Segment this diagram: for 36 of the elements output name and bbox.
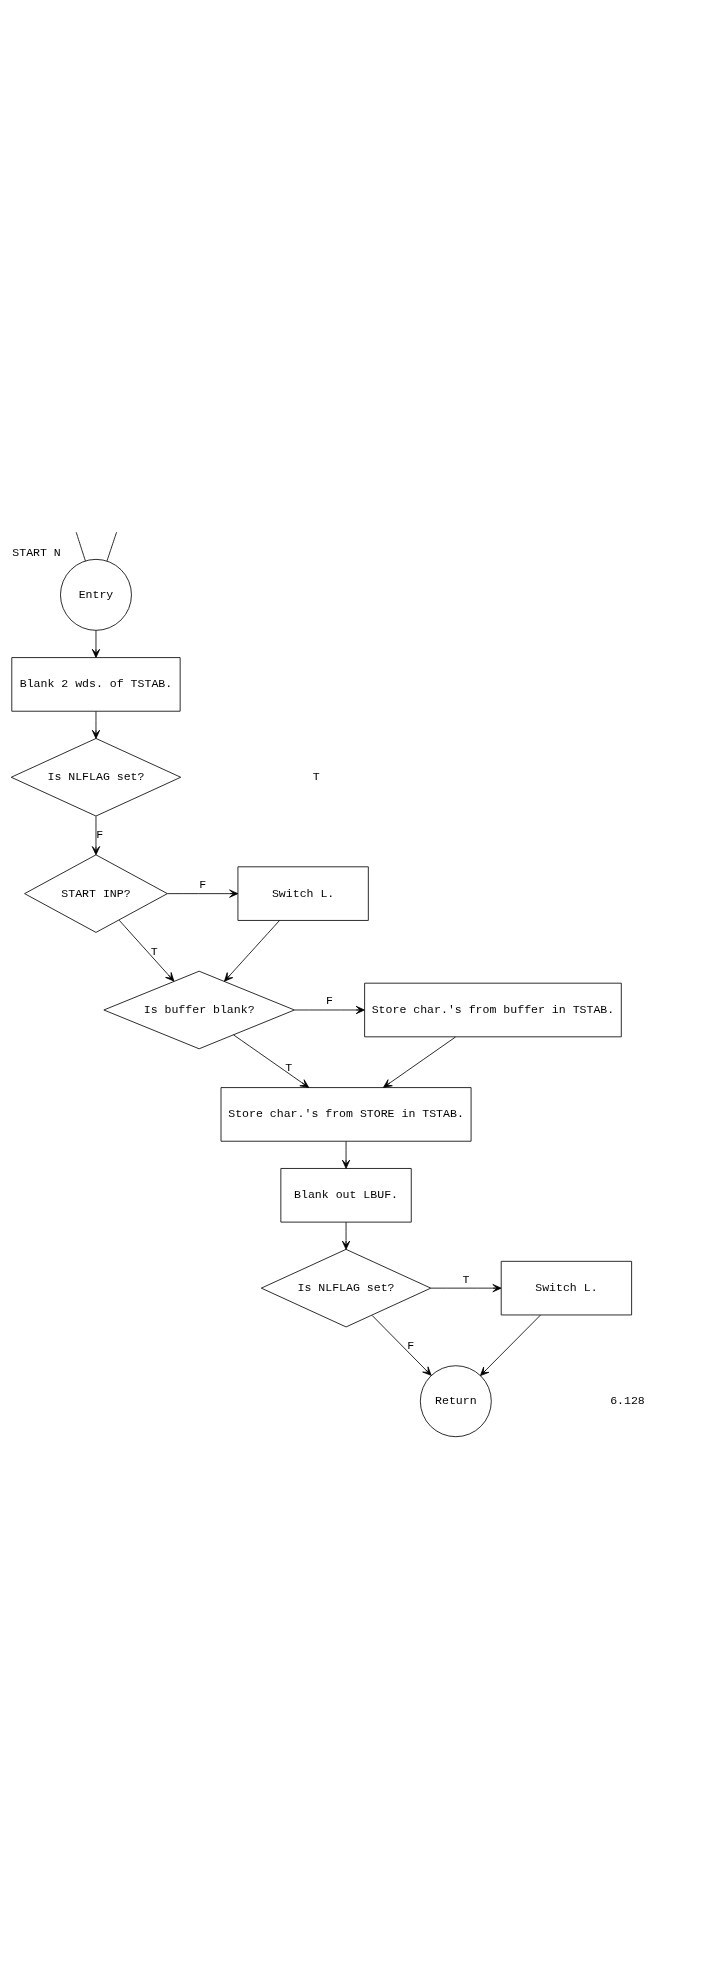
node-diamond: Is NLFLAG set? xyxy=(260,1248,432,1327)
arrow xyxy=(167,889,239,898)
connector xyxy=(75,531,86,561)
connector xyxy=(106,531,117,561)
arrow xyxy=(341,1140,351,1169)
edge-label: T xyxy=(462,1272,470,1286)
arrow xyxy=(233,1034,310,1088)
edge-label: F xyxy=(96,827,104,841)
node-box: Blank 2 wds. of TSTAB. xyxy=(11,656,181,712)
edge-label: F xyxy=(199,877,207,891)
node-label: START N xyxy=(12,545,61,559)
arrow xyxy=(91,629,101,658)
arrow xyxy=(341,1221,351,1250)
arrow xyxy=(480,1314,541,1376)
arrow xyxy=(371,1314,432,1376)
edge-label: T xyxy=(285,1060,293,1074)
node-diamond: START INP? xyxy=(24,853,168,933)
arrow xyxy=(118,919,175,981)
node-box: Store char.'s from buffer in TSTAB. xyxy=(364,982,622,1037)
edge-label: F xyxy=(407,1338,415,1352)
node-diamond: Is NLFLAG set? xyxy=(10,737,182,816)
node-circle: Entry xyxy=(60,558,132,631)
label: 6.128 xyxy=(610,1393,645,1407)
arrow xyxy=(294,1005,365,1014)
node-box: Switch L. xyxy=(500,1260,633,1315)
arrow xyxy=(224,919,280,982)
arrow xyxy=(430,1283,502,1292)
node-box: Blank out LBUF. xyxy=(280,1167,412,1223)
edge-label: F xyxy=(325,993,333,1007)
edge-label: T xyxy=(150,944,158,958)
node-box: Switch L. xyxy=(237,865,369,921)
arrow xyxy=(91,815,101,855)
arrow xyxy=(383,1036,456,1088)
label: T xyxy=(312,769,320,783)
arrow xyxy=(91,710,101,739)
node-box: Store char.'s from STORE in TSTAB. xyxy=(220,1086,472,1142)
